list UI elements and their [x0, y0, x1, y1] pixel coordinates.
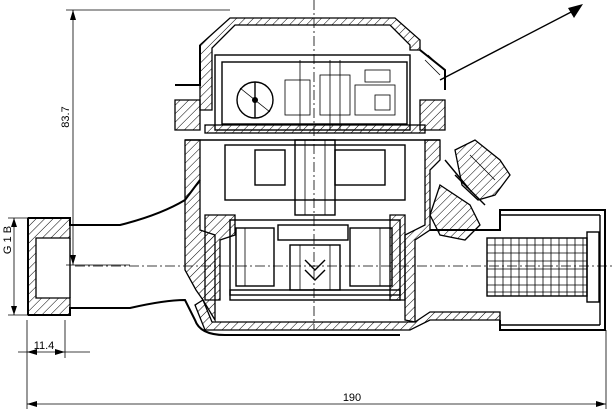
meter-housing: [174, 17, 446, 323]
pipe-body: [27, 179, 606, 336]
pointer-arrow: [439, 9, 576, 81]
outlet-strainer: [486, 231, 600, 303]
side-valve: [429, 139, 511, 241]
pointer-arrow-head: [568, 4, 583, 18]
overall-length-label: 190: [343, 392, 361, 404]
height-dimension-label: 83.7: [60, 106, 72, 127]
thread-dimension-label: G 1 B: [2, 226, 14, 254]
thread-length-label: 11.4: [34, 340, 55, 352]
